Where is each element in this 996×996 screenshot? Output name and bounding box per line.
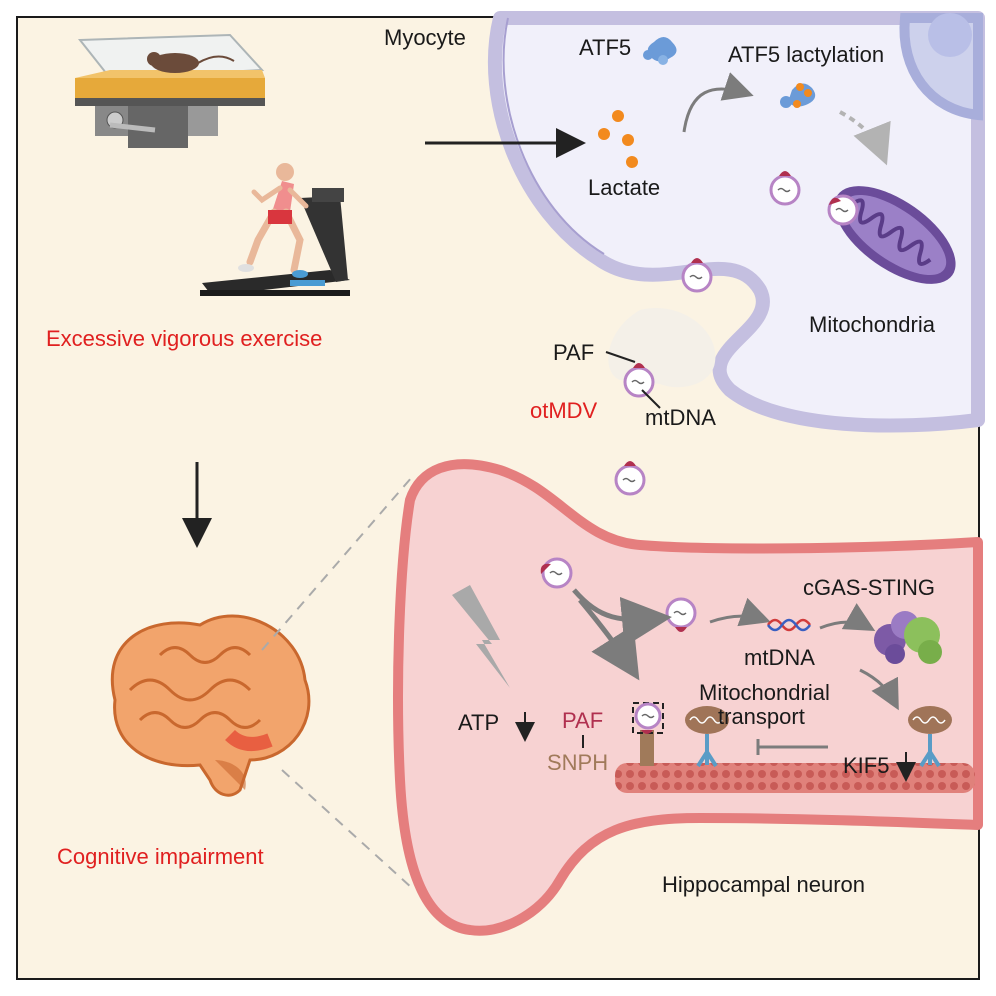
- atp-label: ATP: [458, 710, 499, 735]
- mtdna-helix-icon: [766, 618, 812, 632]
- anchor-arrow: [578, 598, 640, 681]
- atf5-label: ATF5: [579, 35, 631, 60]
- vesicle-icon: [769, 171, 801, 206]
- zoom-line-top: [261, 476, 413, 651]
- myocyte-label: Myocyte: [384, 25, 466, 50]
- mitochondria-icon: [834, 186, 956, 284]
- dashed-arrow: [839, 110, 891, 166]
- mtdna-top-label: mtDNA: [645, 405, 716, 430]
- runner-treadmill-icon: [200, 163, 350, 296]
- otmdv-vesicle-icon: [623, 363, 655, 398]
- neuron-cell: [393, 459, 983, 936]
- mtdna-pointer-line: [641, 389, 661, 409]
- microtubule: [615, 763, 975, 793]
- snph-anchor-icon: [640, 730, 654, 766]
- vesicle-icon: [681, 258, 713, 293]
- kinesin-mitochondrion-icon: [685, 706, 729, 768]
- atf5-lactylation-label: ATF5 lactylation: [728, 42, 884, 67]
- otmdv-label: otMDV: [530, 398, 598, 423]
- nucleolus: [928, 13, 972, 57]
- snph-label: SNPH: [547, 750, 608, 775]
- vesicle-icon: [634, 702, 662, 734]
- uptake-arrow: [572, 588, 672, 647]
- kif5-label: KIF5: [843, 753, 889, 778]
- vesicle-icon: [540, 557, 573, 589]
- excessive-exercise-label: Excessive vigorous exercise: [46, 326, 322, 351]
- to-kif5-arrow: [859, 668, 899, 711]
- lactate-label: Lactate: [588, 175, 660, 200]
- brain-icon: [110, 614, 311, 797]
- mito-transport-label-1: Mitochondrial: [699, 680, 830, 705]
- atf5-lactylated-icon: [780, 83, 816, 108]
- lightning-icon: [452, 585, 510, 688]
- cgas-sting-label: cGAS-STING: [803, 575, 935, 600]
- atf5-protein-icon: [643, 37, 677, 65]
- vesicle-icon: [614, 461, 646, 496]
- paf-pointer-line: [605, 351, 636, 363]
- kinesin-mitochondrion-icon: [908, 706, 952, 768]
- cgas-sting-icon: [874, 611, 942, 664]
- hippocampal-neuron-label: Hippocampal neuron: [662, 872, 865, 897]
- mtdna-neuron-label: mtDNA: [744, 645, 815, 670]
- paf-neuron-label: PAF: [562, 708, 603, 733]
- mito-transport-label-2: transport: [718, 704, 805, 729]
- cognitive-impairment-label: Cognitive impairment: [57, 844, 264, 869]
- lactate-icon: [598, 110, 638, 168]
- zoom-line-bottom: [281, 769, 413, 889]
- to-cgas-arrow: [819, 603, 876, 631]
- paf-label: PAF: [553, 340, 594, 365]
- lactylation-arrow: [682, 72, 754, 133]
- mouse-treadmill-icon: [75, 33, 265, 148]
- vesicle-icon: [827, 194, 859, 226]
- release-arrow: [709, 597, 771, 627]
- mitochondria-label: Mitochondria: [809, 312, 936, 337]
